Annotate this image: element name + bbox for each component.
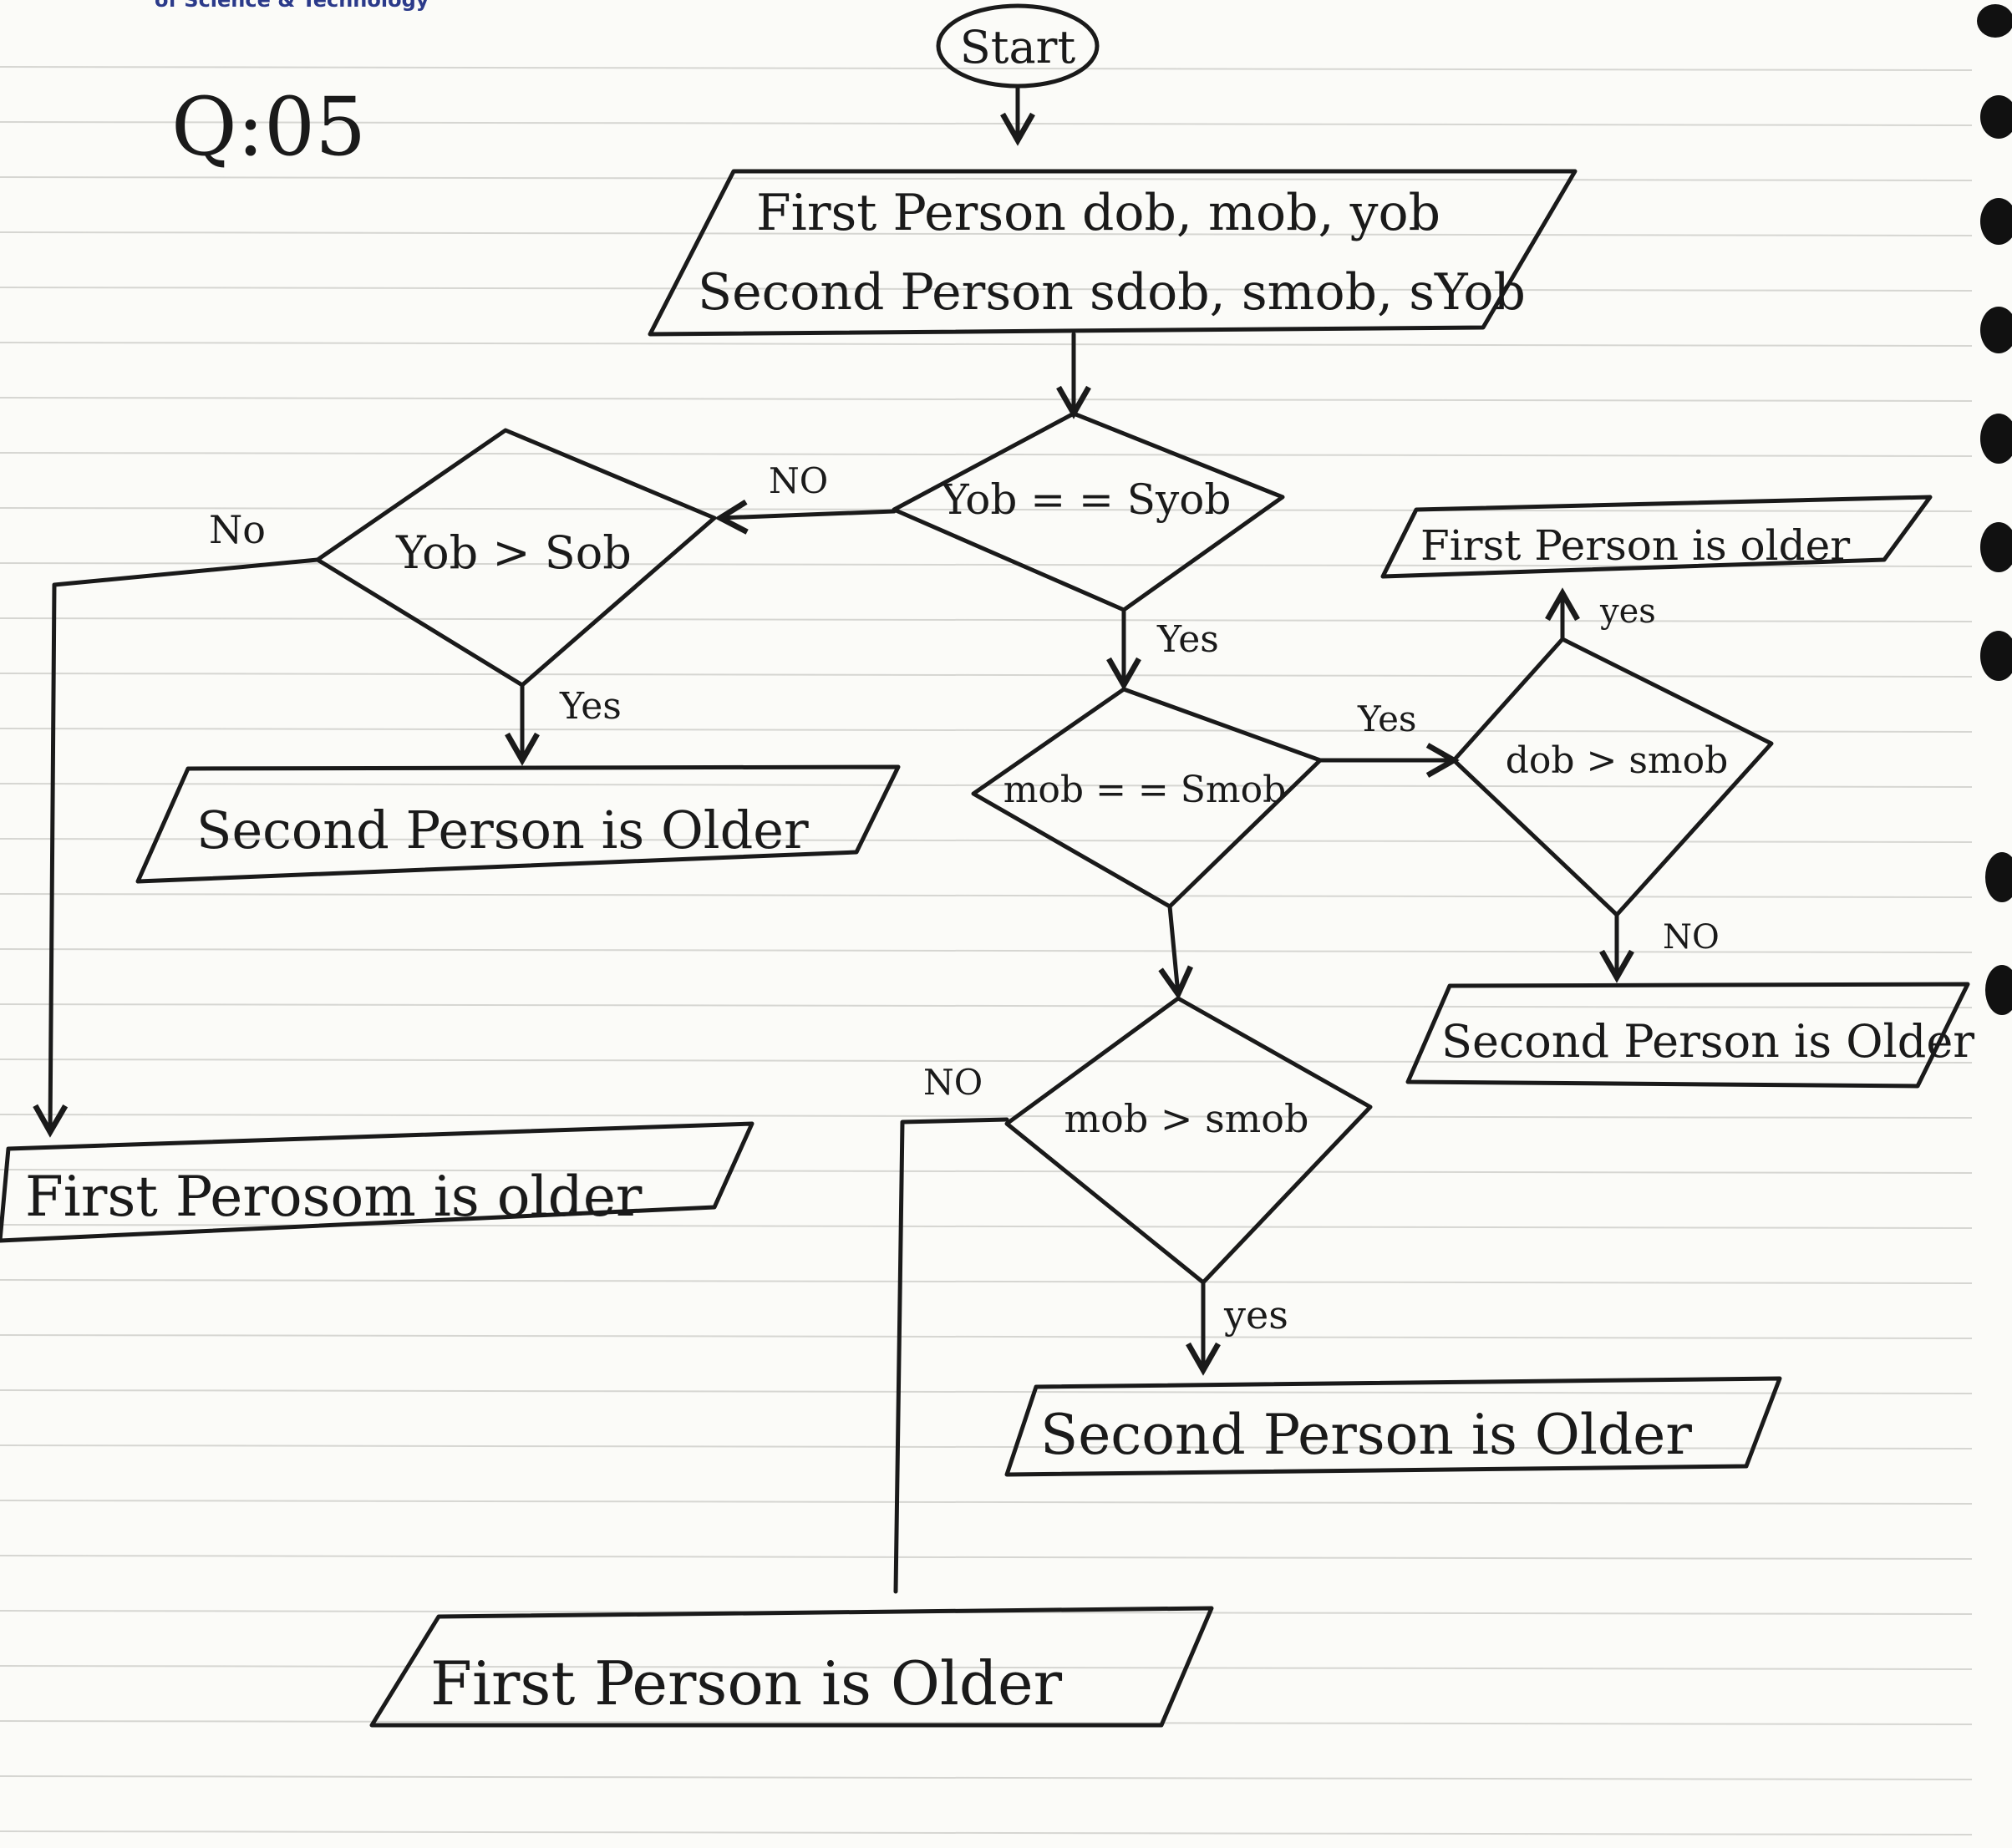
rule-line: [0, 1059, 1973, 1064]
output-second-older-bottom: [1004, 1376, 1782, 1477]
arrow-month-equal-no: [1158, 904, 1194, 1000]
rule-line: [0, 66, 1973, 71]
label-day-greater-no: NO: [1663, 918, 1720, 957]
rule-line: [0, 287, 1973, 292]
output-second-older-right: [1405, 982, 1970, 1089]
rule-line: [0, 1334, 1973, 1339]
output-first-older-top-right-label: First Person is older: [1420, 521, 1850, 570]
rule-line: [0, 452, 1973, 457]
label-month-greater-yes: yes: [1223, 1292, 1288, 1338]
rule-line: [0, 893, 1973, 898]
output-first-older-bottom: [369, 1606, 1214, 1728]
rule-line: [0, 342, 1973, 347]
output-second-older-right-label: Second Person is Older: [1441, 1015, 1974, 1068]
rule-line: [0, 231, 1973, 236]
output-first-older-bottom-label: First Person is Older: [430, 1648, 1063, 1719]
binding-holes: [1977, 4, 2012, 1015]
start-label: Start: [960, 21, 1076, 74]
input-line2: Second Person sdob, smob, sYob: [698, 263, 1526, 322]
label-month-greater-no: NO: [923, 1062, 983, 1103]
label-year-equal-no: NO: [769, 460, 828, 501]
arrow-month-greater-no: [893, 1117, 1009, 1594]
decision-month-greater-label: mob > smob: [1064, 1096, 1309, 1141]
output-first-older-top-right: [1380, 495, 1933, 579]
output-second-older-bottom-label: Second Person is Older: [1040, 1403, 1692, 1467]
rule-line: [0, 1169, 1973, 1174]
rule-line: [0, 728, 1973, 733]
rule-line: [0, 838, 1973, 843]
output-second-older-left: [135, 764, 901, 884]
rule-line: [0, 1555, 1973, 1560]
output-first-older-left-label: First Perosom is older: [25, 1165, 643, 1229]
rule-line: [0, 673, 1973, 678]
rule-line: [0, 1114, 1973, 1119]
decision-day-greater-label: dob > smob: [1506, 739, 1729, 782]
rule-line: [0, 1003, 1973, 1008]
decision-year-greater-label: Yob > Sob: [395, 526, 632, 579]
label-year-equal-yes: Yes: [1156, 618, 1219, 661]
input-parallelogram: [648, 169, 1578, 337]
label-month-equal-yes: Yes: [1357, 698, 1417, 739]
rule-line: [0, 1720, 1973, 1725]
label-year-greater-no: No: [209, 507, 266, 552]
question-label: Q:05: [171, 80, 366, 174]
arrow-year-equal-no: [714, 499, 897, 535]
rule-line: [0, 1389, 1973, 1394]
rule-line: [0, 1500, 1973, 1505]
label-year-greater-yes: Yes: [559, 685, 622, 728]
rule-line: [0, 1279, 1973, 1284]
rule-line: [0, 1830, 1973, 1835]
rule-line: [0, 1444, 1973, 1449]
rule-line: [0, 1665, 1973, 1670]
decision-year-equal-label: Yob = = Syob: [941, 475, 1232, 524]
rule-line: [0, 176, 1973, 181]
arrow-year-greater-no: [33, 557, 320, 1138]
rule-line: [0, 121, 1973, 126]
rule-line: [0, 617, 1973, 622]
output-first-older-left: [0, 1121, 754, 1243]
output-second-older-left-label: Second Person is Older: [196, 800, 809, 861]
rule-line: [0, 1775, 1973, 1780]
input-line1: First Person dob, mob, yob: [756, 184, 1440, 242]
rule-line: [0, 948, 1973, 953]
rule-line: [0, 507, 1973, 512]
decision-month-equal-label: mob = = Smob: [1003, 769, 1287, 811]
label-day-greater-yes: yes: [1599, 592, 1656, 631]
header-fragment: of Science & Technology: [155, 0, 429, 12]
rule-line: [0, 397, 1973, 402]
